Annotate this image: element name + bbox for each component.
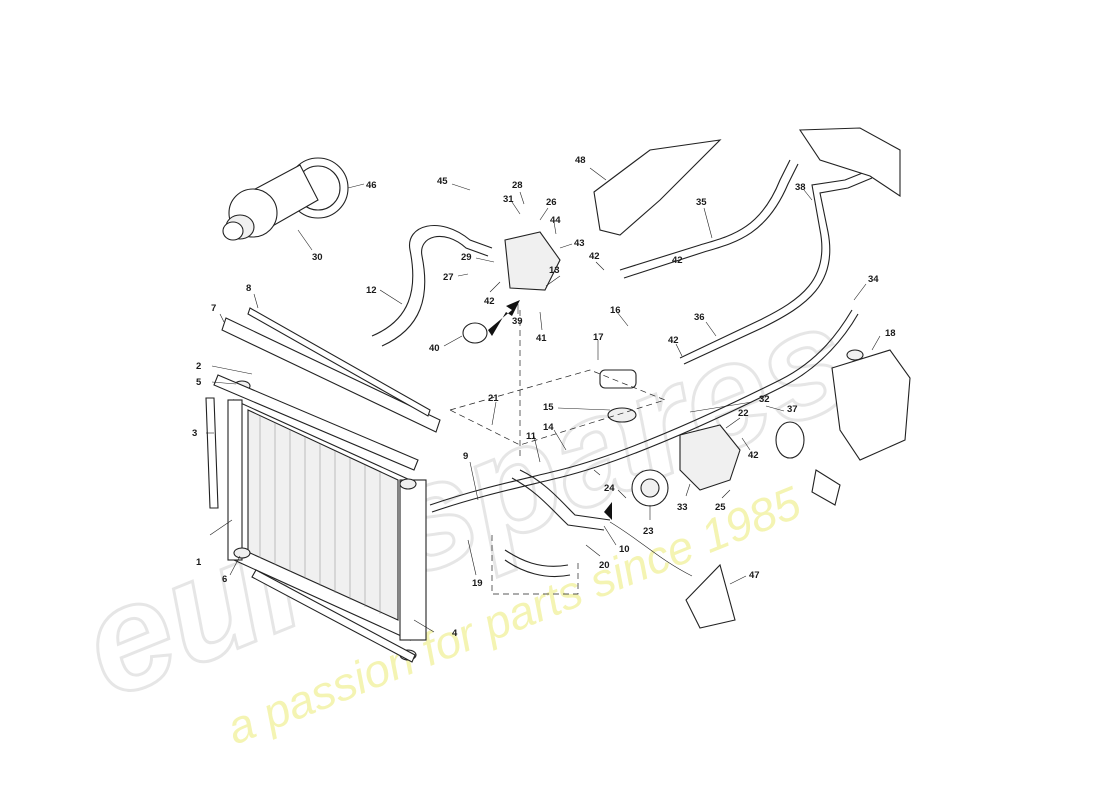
- callout-label: 32: [759, 394, 770, 405]
- callout-label: 25: [715, 502, 726, 513]
- thermostat-housing-part: [222, 157, 349, 241]
- reference-outline: [449, 310, 667, 595]
- callout-label: 48: [575, 155, 586, 166]
- callout-label: 33: [677, 502, 688, 513]
- direction-arrow: [488, 300, 693, 577]
- callout-label: 6: [222, 574, 227, 585]
- callout-label: 45: [437, 176, 448, 187]
- callout-label: 23: [643, 526, 654, 537]
- return-pipe-part: [679, 169, 873, 365]
- callout-label: 43: [574, 238, 585, 249]
- callout-label: 13: [549, 265, 560, 276]
- callout-label: 31: [503, 194, 514, 205]
- pipe-clamp-part: [599, 369, 637, 389]
- oil-filter-part: [775, 421, 841, 506]
- callout-label: 42: [748, 450, 759, 461]
- callout-label: 18: [885, 328, 896, 339]
- callout-label: 30: [312, 252, 323, 263]
- callout-label: 36: [694, 312, 705, 323]
- callout-label: 24: [604, 483, 615, 494]
- callout-label: 15: [543, 402, 554, 413]
- callout-label: 3: [192, 428, 197, 439]
- callout-label: 37: [787, 404, 798, 415]
- bypass-pipe-part: [429, 309, 859, 513]
- callout-label: 5: [196, 377, 202, 388]
- callout-label: 21: [488, 393, 499, 404]
- expansion-tank-part: [831, 349, 911, 461]
- radiator-seal-strip-part: [247, 307, 431, 663]
- callout-label: 42: [668, 335, 679, 346]
- callout-label: 26: [546, 197, 557, 208]
- callout-label: 44: [550, 215, 561, 226]
- callout-label: 35: [696, 197, 707, 208]
- callout-label: 42: [589, 251, 600, 262]
- callout-label: 41: [536, 333, 547, 344]
- callout-label: 7: [211, 303, 216, 314]
- callout-label: 11: [526, 431, 537, 442]
- callout-label: 2: [196, 361, 201, 372]
- callout-label: 10: [619, 544, 630, 555]
- water-pump-part: [631, 424, 741, 507]
- deflector-bracket-part: [685, 563, 736, 629]
- callout-label: 34: [868, 274, 879, 285]
- top-hose-part: [371, 225, 493, 347]
- callout-label: 1: [196, 557, 202, 568]
- callout-label: 28: [512, 180, 523, 191]
- callout-label: 8: [246, 283, 251, 294]
- callout-label: 14: [543, 422, 554, 433]
- callout-label: 46: [366, 180, 377, 191]
- watermark: eurospares a passion for parts since 198…: [58, 269, 874, 754]
- callout-label: 19: [472, 578, 483, 589]
- heat-shield-part: [593, 139, 722, 236]
- callout-label: 17: [593, 332, 604, 343]
- callout-label: 20: [599, 560, 610, 571]
- radiator-part: [227, 380, 427, 661]
- callout-label: 40: [429, 343, 440, 354]
- heater-pipe-part: [619, 159, 799, 279]
- callout-label: 22: [738, 408, 749, 419]
- bottom-hose-part: [504, 469, 611, 578]
- callout-labels: 1 2 3 4 5 6 7 8 9 10 11 12 13 14 15 16 1…: [192, 155, 896, 639]
- callout-label: 4: [452, 628, 458, 639]
- callout-label: 42: [672, 255, 683, 266]
- callout-label: 38: [795, 182, 806, 193]
- callout-label: 12: [366, 285, 377, 296]
- callout-label: 29: [461, 252, 472, 263]
- callout-label: 27: [443, 272, 454, 283]
- engine-block-fragment-part: [798, 127, 901, 198]
- radiator-side-seal-part: [205, 397, 219, 509]
- callout-label: 42: [484, 296, 495, 307]
- callout-label: 9: [463, 451, 468, 462]
- callout-label: 47: [749, 570, 760, 581]
- callout-label: 16: [610, 305, 621, 316]
- callout-label: 39: [512, 316, 523, 327]
- thermostat-body-part: [462, 231, 561, 344]
- radiator-upper-bracket-part: [213, 317, 441, 471]
